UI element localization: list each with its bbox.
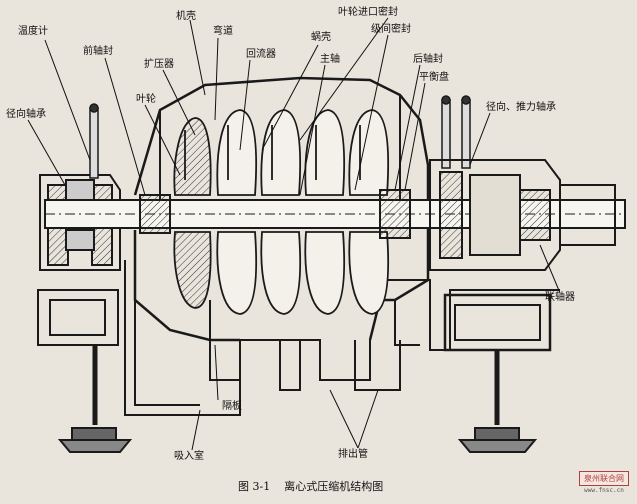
label-interstage-seal: 级间密封: [371, 24, 411, 35]
label-volute: 蜗壳: [311, 32, 331, 43]
label-main-shaft: 主轴: [320, 54, 340, 65]
label-front-seal: 前轴封: [83, 46, 113, 57]
label-bend: 弯道: [213, 26, 233, 37]
label-balance-disc: 平衡盘: [419, 72, 449, 83]
left-foot: [37, 289, 133, 453]
casing: [133, 76, 430, 342]
label-rear-seal: 后轴封: [413, 54, 443, 65]
label-diaphragm: 隔板: [222, 401, 242, 412]
watermark-url: www.fnsc.cn: [584, 487, 624, 494]
impeller-stages-upper: [173, 109, 390, 196]
right-foot: [457, 350, 538, 453]
label-coupling: 联轴器: [545, 292, 575, 303]
label-return-channel: 回流器: [246, 49, 276, 60]
label-impeller-inlet-seal: 叶轮进口密封: [338, 7, 398, 18]
figure-number: 图 3-1: [238, 480, 271, 493]
label-diffuser: 扩压器: [144, 59, 174, 70]
impeller-stages-lower: [173, 231, 390, 315]
right-bearing-housing: [429, 159, 616, 271]
figure-caption: 图 3-1 离心式压缩机结构图: [238, 478, 397, 494]
watermark: 泉州联合网 www.fnsc.cn: [579, 471, 629, 494]
watermark-text: 泉州联合网: [579, 471, 629, 486]
label-radial-bearing: 径向轴承: [6, 109, 46, 120]
leader-lines: [27, 17, 561, 451]
thermometers: [89, 95, 471, 179]
label-suction-chamber: 吸入室: [174, 451, 204, 462]
label-discharge-pipe: 排出管: [338, 449, 368, 460]
label-casing: 机壳: [176, 11, 196, 22]
label-radial-thrust-bearing: 径向、推力轴承: [486, 102, 556, 113]
figure-title: 离心式压缩机结构图: [284, 480, 384, 493]
label-impeller: 叶轮: [136, 94, 156, 105]
label-thermometer: 温度计: [18, 26, 48, 37]
